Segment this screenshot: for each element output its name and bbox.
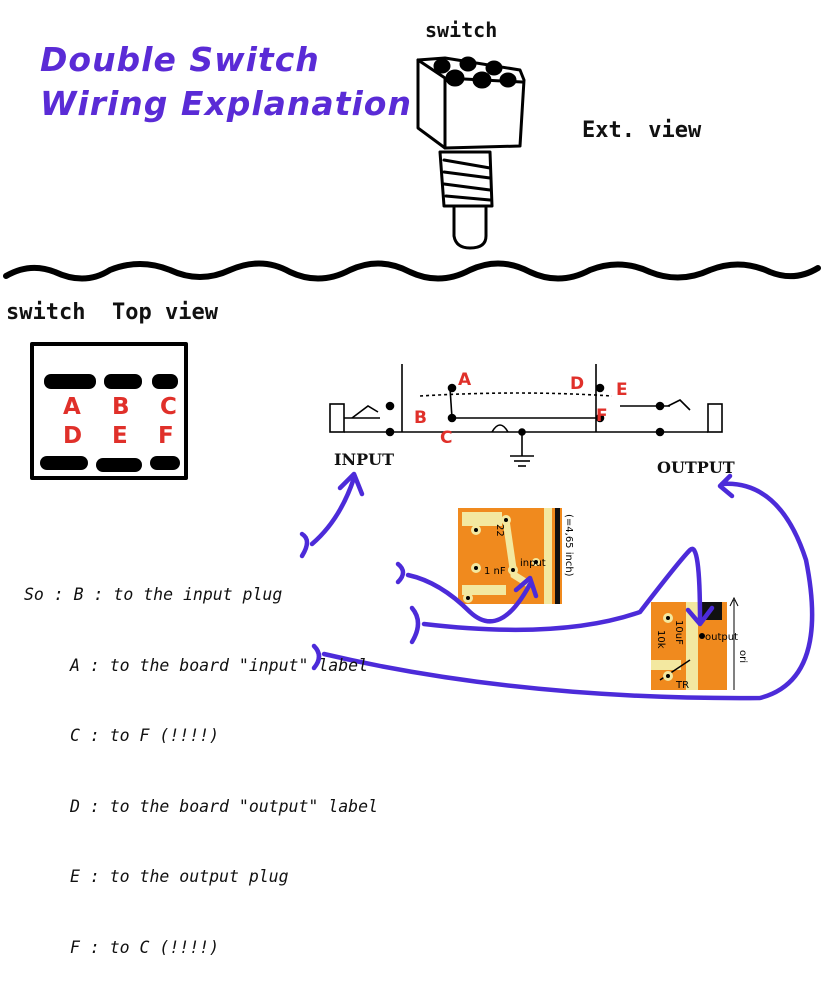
pcb-tr-label: TR (675, 680, 689, 691)
title-line-2: Wiring Explanation (40, 84, 412, 123)
wiring-diagram-canvas: Double Switch Wiring Explanation switch … (3, 18, 821, 957)
title-line-1: Double Switch (40, 40, 320, 79)
top-view-letter-f: F (158, 423, 174, 449)
break-line (3, 260, 821, 282)
instruction-key: B (73, 585, 84, 604)
top-view-letter-a: A (63, 394, 81, 420)
pcb-input-board: 1 nF input 22 (=4,65 inch) (458, 508, 574, 604)
top-view-label-switch: switch (6, 300, 86, 325)
instruction-key: D (70, 796, 80, 816)
instruction-row: C : to F (!!!!) (24, 724, 378, 748)
instruction-text: : to the board "input" label (79, 655, 369, 675)
pcb-res-label: 22 (494, 524, 505, 537)
top-view-label-text: Top view (111, 300, 218, 325)
switch-label: switch (425, 18, 498, 42)
instruction-key: C (70, 726, 80, 745)
switch-ext-illustration (416, 56, 526, 250)
pcb-dimension-label: (=4,65 inch) (563, 514, 574, 577)
top-view-letter-b: B (112, 394, 130, 420)
instruction-prefix: So : (24, 585, 74, 604)
schematic-letter-c: C (440, 428, 453, 448)
instruction-key: E (70, 867, 80, 886)
instruction-row: A : to the board "input" label (24, 654, 378, 678)
output-label: OUTPUT (657, 458, 735, 477)
instruction-row: F : to C (!!!!) (24, 936, 378, 960)
pcb-output-label: output (705, 632, 738, 643)
pcb-output-board: output 10k 10uF TR ori (651, 596, 748, 691)
schematic-letter-a: A (458, 370, 472, 390)
instruction-row: So : B : to the input plug (24, 583, 378, 607)
pcb-ori-label: ori (737, 650, 748, 663)
top-view-letter-c: C (160, 394, 177, 420)
ext-view-label: Ext. view (582, 118, 702, 143)
instruction-text: : to F (!!!!) (79, 726, 220, 745)
top-view-letter-e: E (112, 423, 128, 449)
instruction-key: F (70, 937, 80, 957)
schematic-letter-e: E (616, 380, 628, 400)
pcb-10k-label: 10k (655, 630, 666, 649)
instruction-row: E : to the output plug (24, 865, 378, 889)
instruction-key: A (70, 655, 80, 675)
drawing-layer: 1 nF input 22 (=4,65 inch) output 10k 10… (3, 56, 821, 701)
top-view-label: switch Top view (6, 300, 218, 325)
pcb-input-label: input (520, 558, 546, 569)
instruction-row: D : to the board "output" label (24, 795, 378, 819)
switch-top-view (30, 342, 188, 480)
schematic-letter-f: F (596, 406, 608, 426)
pcb-cap-label: 1 nF (484, 566, 506, 577)
instruction-text: : to the output plug (79, 867, 289, 886)
schematic-letter-b: B (414, 408, 427, 428)
input-label: INPUT (334, 450, 394, 469)
pcb-10uf-label: 10uF (673, 620, 684, 645)
instruction-text: : to C (!!!!) (79, 937, 220, 957)
switch-schematic (329, 364, 723, 467)
page-title: Double Switch Wiring Explanation (40, 38, 412, 126)
instruction-text: : to the board "output" label (79, 796, 378, 816)
top-view-letter-d: D (63, 423, 83, 449)
wiring-instructions: So : B : to the input plug A : to the bo… (24, 536, 378, 1006)
instruction-text: : to the input plug (83, 585, 283, 604)
wiring-lines (299, 471, 815, 701)
schematic-letter-d: D (570, 374, 585, 394)
